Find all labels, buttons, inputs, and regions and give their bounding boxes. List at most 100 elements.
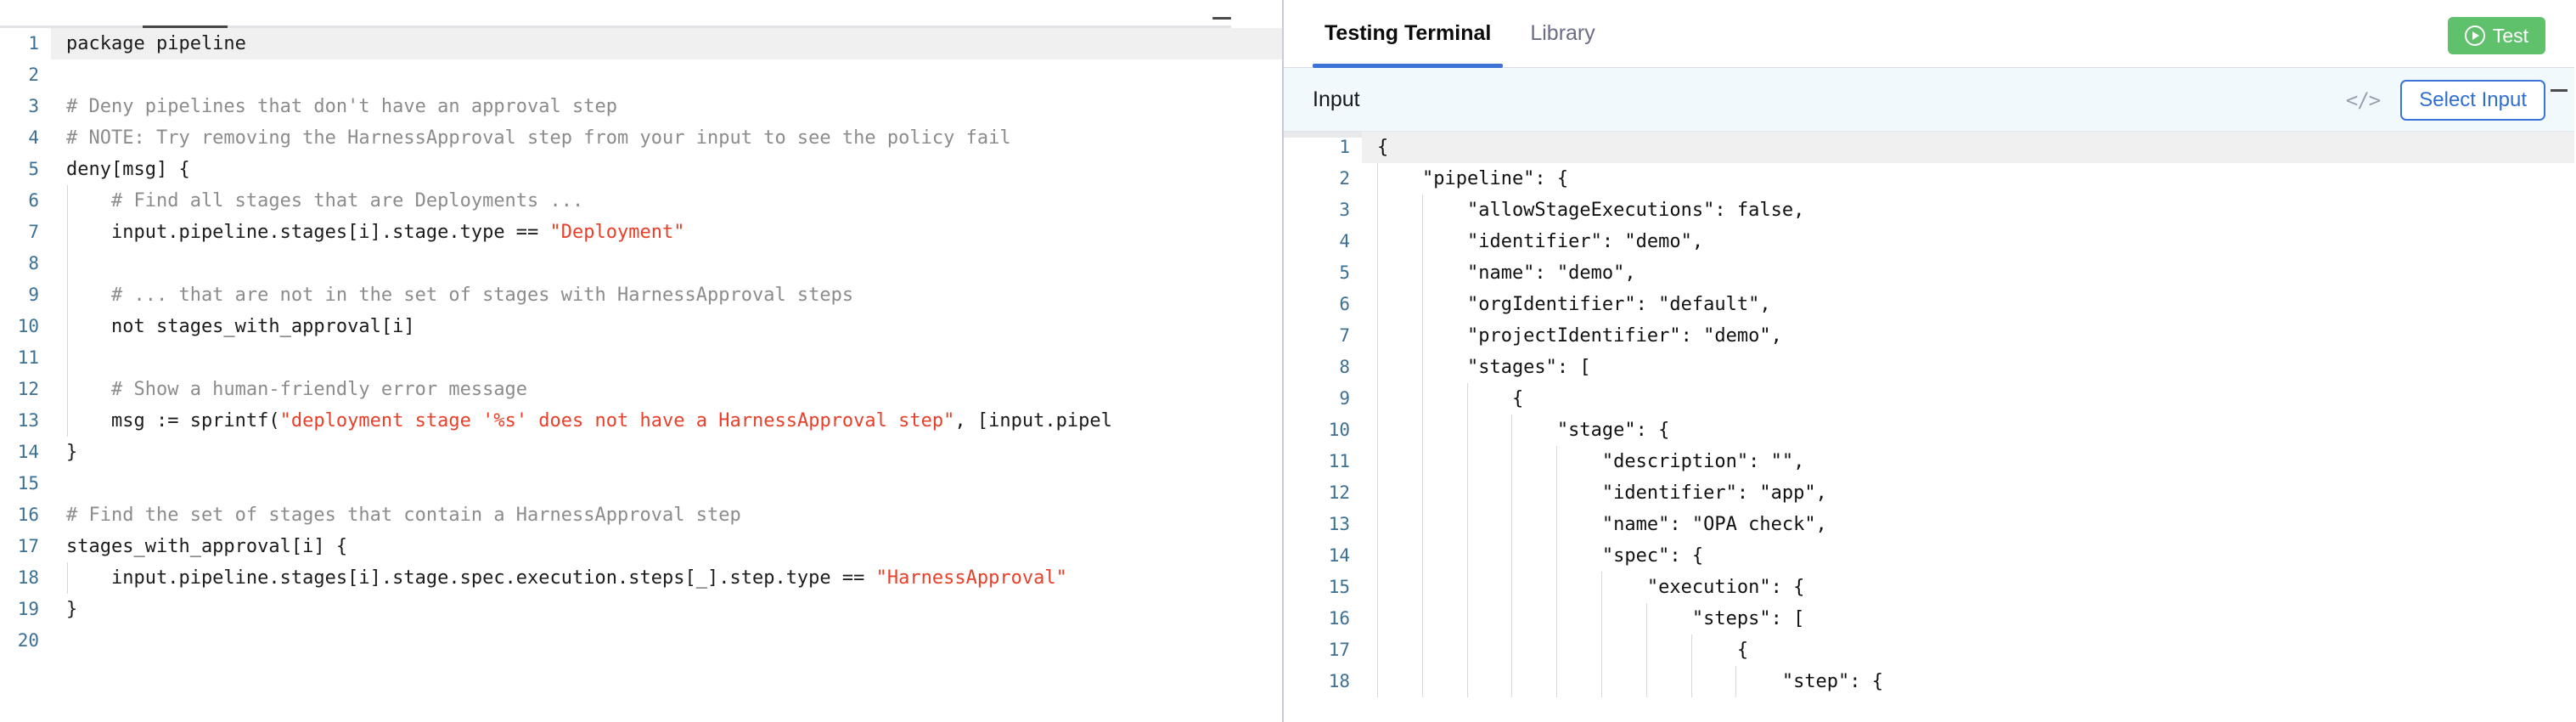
code-line-text: not stages_with_approval[i] [51,311,1282,342]
code-line[interactable]: 6 # Find all stages that are Deployments… [0,185,1282,217]
indent-guide [1556,540,1558,572]
line-number: 12 [17,379,39,399]
tab-library[interactable]: Library [1518,0,1606,68]
json-line-text: "allowStageExecutions": false, [1362,195,2574,226]
json-input-area[interactable]: 1{2 "pipeline": {3 "allowStageExecutions… [1284,132,2574,722]
line-number: 3 [28,96,39,116]
indent-guide [67,217,68,248]
code-line[interactable]: 5 deny[msg] { [0,154,1282,185]
code-line-text: # NOTE: Try removing the HarnessApproval… [51,122,1282,154]
line-number: 6 [28,190,39,211]
json-line[interactable]: 8 "stages": [ [1284,352,2574,383]
indent-guide [1377,509,1378,540]
code-line[interactable]: 7 input.pipeline.stages[i].stage.type ==… [0,217,1282,248]
json-line[interactable]: 14 "spec": { [1284,540,2574,572]
code-line[interactable]: 16# Find the set of stages that contain … [0,499,1282,531]
indent-guide [1377,666,1378,697]
line-number: 8 [28,253,39,274]
token-comment: # Find all stages that are Deployments .… [66,190,584,212]
json-line[interactable]: 13 "name": "OPA check", [1284,509,2574,540]
token-string: "HarnessApproval" [875,567,1067,589]
indent-guide [1377,383,1378,415]
select-input-button[interactable]: Select Input [2400,79,2545,121]
token-plain: not stages_with_approval[i] [66,316,415,337]
code-line[interactable]: 20 [0,625,1282,657]
indent-guide [1556,477,1558,509]
indent-guide [1421,603,1423,635]
line-number: 4 [28,127,39,148]
indent-guide [1377,352,1378,383]
code-line[interactable]: 3# Deny pipelines that don't have an app… [0,91,1282,122]
tab-testing-terminal[interactable]: Testing Terminal [1313,0,1504,68]
indent-guide [1466,446,1468,477]
json-line-text: "step": { [1362,666,2574,697]
code-line[interactable]: 19} [0,594,1282,625]
indent-guide [1377,477,1378,509]
code-line[interactable]: 10 not stages_with_approval[i] [0,311,1282,342]
json-line[interactable]: 15 "execution": { [1284,572,2574,603]
test-button[interactable]: Test [2447,17,2545,54]
json-line[interactable]: 18 "step": { [1284,666,2574,697]
code-line[interactable]: 11 [0,342,1282,374]
indent-guide [1556,603,1558,635]
code-line[interactable]: 13 msg := sprintf("deployment stage '%s'… [0,405,1282,437]
json-line[interactable]: 11 "description": "", [1284,446,2574,477]
line-number: 10 [1328,420,1350,440]
minimize-icon[interactable] [1212,17,1231,20]
indent-guide [1421,226,1423,257]
token-comment: # Show a human-friendly error message [66,379,528,400]
json-line[interactable]: 12 "identifier": "app", [1284,477,2574,509]
json-line[interactable]: 16 "steps": [ [1284,603,2574,635]
json-line[interactable]: 10 "stage": { [1284,415,2574,446]
indent-guide [1511,415,1513,446]
indent-guide [1421,477,1423,509]
json-line[interactable]: 2 "pipeline": { [1284,163,2574,195]
line-number: 5 [28,159,39,179]
code-line[interactable]: 8 [0,248,1282,279]
json-line[interactable]: 1{ [1284,132,2574,163]
indent-guide [1466,666,1468,697]
indent-guide [67,562,68,594]
code-line[interactable]: 12 # Show a human-friendly error message [0,374,1282,405]
indent-guide [1421,415,1423,446]
code-line[interactable]: 4 # NOTE: Try removing the HarnessApprova… [0,122,1282,154]
line-number: 8 [1339,357,1350,377]
panel-minimize-icon[interactable] [2551,89,2568,92]
indent-guide [1421,666,1423,697]
code-line[interactable]: 18 input.pipeline.stages[i].stage.spec.e… [0,562,1282,594]
json-line[interactable]: 7 "projectIdentifier": "demo", [1284,320,2574,352]
json-line-text: "identifier": "app", [1362,477,2574,509]
json-line[interactable]: 3 "allowStageExecutions": false, [1284,195,2574,226]
json-line-text: "name": "OPA check", [1362,509,2574,540]
line-number: 17 [17,536,39,556]
test-button-label: Test [2492,24,2528,47]
code-line[interactable]: 2 [0,59,1282,91]
code-line-text: # Show a human-friendly error message [51,374,1282,405]
code-line[interactable]: 9 # ... that are not in the set of stage… [0,279,1282,311]
tab-label: Library [1530,21,1595,45]
json-line-text: { [1362,635,2574,666]
token-plain: msg := sprintf( [66,410,280,432]
indent-guide [1466,540,1468,572]
indent-guide [1466,383,1468,415]
json-line[interactable]: 5 "name": "demo", [1284,257,2574,289]
code-view-icon[interactable]: </> [2345,87,2381,112]
code-line[interactable]: 15 [0,468,1282,499]
json-line[interactable]: 4 "identifier": "demo", [1284,226,2574,257]
indent-guide [1377,572,1378,603]
code-line[interactable]: 14} [0,437,1282,468]
indent-guide [1556,635,1558,666]
code-line-text: deny[msg] { [51,154,1282,185]
json-line-text: "execution": { [1362,572,2574,603]
indent-guide [1511,603,1513,635]
json-line[interactable]: 6 "orgIdentifier": "default", [1284,289,2574,320]
json-line[interactable]: 17 { [1284,635,2574,666]
json-line[interactable]: 9 { [1284,383,2574,415]
input-toolbar-actions: </> Select Input [2346,68,2545,132]
indent-guide [1511,509,1513,540]
indent-guide [1645,603,1647,635]
indent-guide [1377,257,1378,289]
